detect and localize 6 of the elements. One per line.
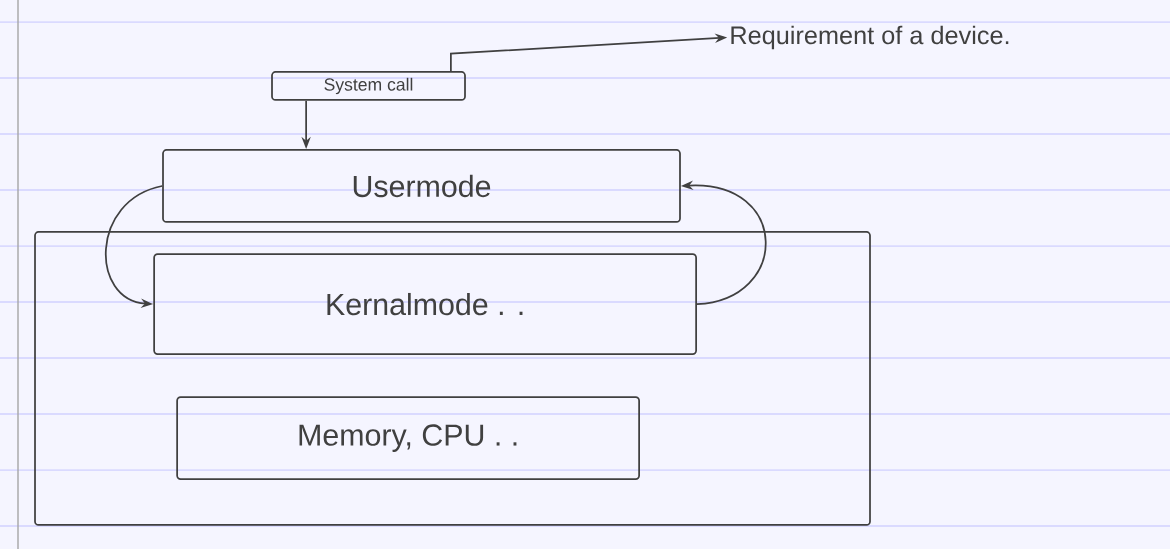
- hardware-box: Memory, CPU . .: [176, 396, 640, 480]
- mode-box: Kernalmode . .: [153, 253, 697, 355]
- container-box: [34, 231, 871, 526]
- mode-box: Usermode: [162, 149, 681, 223]
- note-text: Requirement of a device.: [731, 25, 1009, 50]
- system-call-box: System call: [271, 71, 466, 101]
